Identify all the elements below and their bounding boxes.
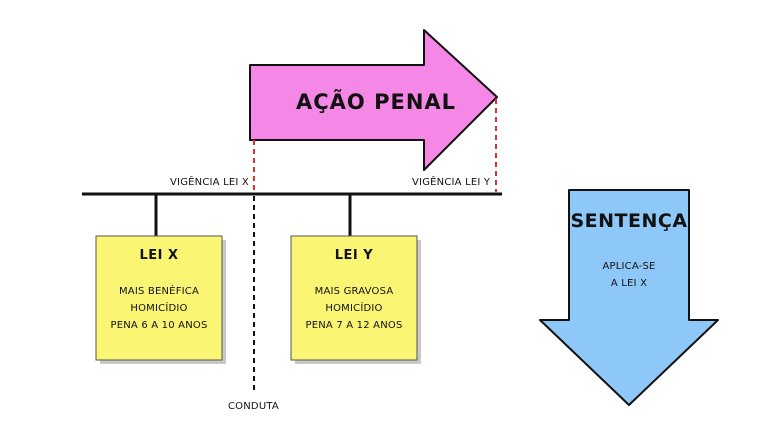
lei-y-note (290, 235, 418, 361)
acao-penal-label: AÇÃO PENAL (296, 90, 457, 114)
lei-y-line: MAIS GRAVOSA (314, 286, 394, 297)
lei-x-line: PENA 6 A 10 ANOS (110, 320, 208, 331)
lei-x-note (95, 235, 223, 361)
lei-y-line: PENA 7 A 12 ANOS (305, 320, 403, 331)
acao-penal-arrow (249, 29, 498, 171)
vigencia-lei-x-label: VIGÊNCIA LEI X (170, 177, 249, 188)
lei-x-line: HOMICÍDIO (130, 303, 188, 314)
lei-y-note-content: LEI Y MAIS GRAVOSA HOMICÍDIO PENA 7 A 12… (291, 248, 417, 334)
lei-y-line: HOMICÍDIO (325, 303, 383, 314)
lei-x-title: LEI X (139, 248, 179, 263)
sentenca-line: APLICA-SE (602, 261, 656, 272)
lei-x-note-content: LEI X MAIS BENÉFICA HOMICÍDIO PENA 6 A 1… (96, 248, 222, 334)
lei-y-title: LEI Y (334, 248, 374, 263)
conduta-label: CONDUTA (228, 401, 279, 412)
vigencia-lei-y-label: VIGÊNCIA LEI Y (412, 177, 491, 188)
sentenca-content: SENTENÇA APLICA-SE A LEI X (569, 210, 689, 292)
lei-x-line: MAIS BENÉFICA (118, 286, 200, 297)
sentenca-title: SENTENÇA (570, 210, 688, 232)
sentenca-line: A LEI X (610, 278, 648, 289)
sentenca-arrow (539, 189, 719, 406)
